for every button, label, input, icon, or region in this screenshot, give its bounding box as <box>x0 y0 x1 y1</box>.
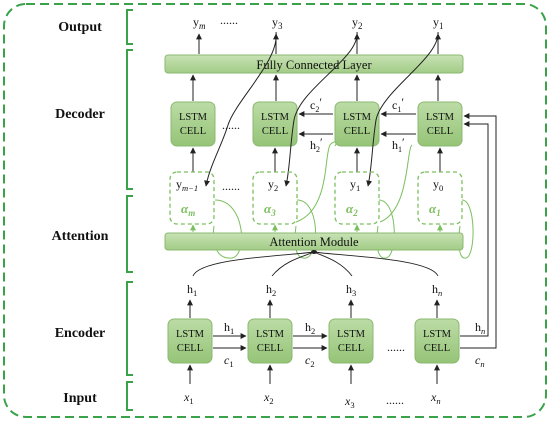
svg-text:LSTM: LSTM <box>176 329 205 340</box>
output-ellipsis: ...... <box>220 13 238 27</box>
output-y1: y1 <box>433 15 444 31</box>
svg-text:CELL: CELL <box>180 126 206 137</box>
encoder-cn-label: cn <box>475 353 485 369</box>
encoder-top-h3: h3 <box>346 282 356 298</box>
attention-input-y1: y1 <box>350 177 360 193</box>
encoder-top-h1: h1 <box>187 282 197 298</box>
decoder-to-fc-arrows <box>190 74 441 101</box>
alpha-3: α3 <box>264 201 276 218</box>
encoder-cells: LSTM CELL LSTM CELL LSTM CELL ...... LST… <box>167 318 460 364</box>
encoder-cell-2: LSTM CELL <box>247 318 293 364</box>
input-x1: x1 <box>183 390 194 406</box>
decoder-state-labels: c2′ h2′ c1′ h1′ <box>310 95 405 154</box>
bracket-input <box>126 381 133 411</box>
section-label-output: Output <box>58 20 102 35</box>
encoder-state-labels: h1 c1 h2 c2 hn cn <box>224 320 485 369</box>
attention-ellipsis: ...... <box>222 179 240 193</box>
encoder-to-decoder-lines <box>460 113 497 349</box>
input-x2: x2 <box>263 390 274 406</box>
output-y3: y3 <box>272 15 283 31</box>
encoder-cell-n: LSTM CELL <box>414 318 460 364</box>
encoder-cell-3: LSTM CELL <box>328 318 374 364</box>
output-y2: y2 <box>352 15 363 31</box>
attention-inputs: ym−1 y2 y1 y0 <box>176 177 443 193</box>
encoder-hn-label: hn <box>475 320 485 336</box>
bracket-encoder <box>126 281 133 376</box>
svg-text:CELL: CELL <box>338 343 364 354</box>
attention-fan <box>192 251 439 277</box>
input-x3: x3 <box>344 394 355 410</box>
decoder-h2-label: h2′ <box>310 135 323 154</box>
svg-text:CELL: CELL <box>427 126 453 137</box>
svg-text:LSTM: LSTM <box>256 329 285 340</box>
encoder-hidden-labels: h1 h2 h3 hn <box>187 282 442 298</box>
decoder-cell-3: LSTM CELL <box>252 101 298 147</box>
bracket-output <box>126 9 133 45</box>
section-label-input: Input <box>63 391 97 406</box>
alpha-weights: αm α3 α2 α1 <box>181 201 441 218</box>
decoder-c2-label: c2′ <box>310 95 322 114</box>
attention-input-y2: y2 <box>268 177 278 193</box>
encoder-up-arrows <box>187 299 440 318</box>
encoder-cell-1: LSTM CELL <box>167 318 213 364</box>
encoder-ellipsis: ...... <box>387 340 405 354</box>
attention-input-y0: y0 <box>433 177 443 193</box>
decoder-state-arrows <box>298 111 416 137</box>
decoder-c1-label: c1′ <box>392 95 404 114</box>
attention-input-ym1: ym−1 <box>176 177 198 193</box>
input-xn: xn <box>430 390 441 406</box>
output-ym: ym <box>193 15 206 31</box>
outer-frame <box>3 3 547 418</box>
encoder-h1-label: h1 <box>224 320 234 336</box>
bracket-attention <box>126 195 133 273</box>
section-brackets <box>126 9 133 411</box>
svg-text:LSTM: LSTM <box>343 112 372 123</box>
svg-text:CELL: CELL <box>262 126 288 137</box>
encoder-c2-label: c2 <box>305 353 315 369</box>
svg-text:LSTM: LSTM <box>423 329 452 340</box>
svg-text:LSTM: LSTM <box>426 112 455 123</box>
svg-text:CELL: CELL <box>344 126 370 137</box>
decoder-cells: LSTM CELL ...... LSTM CELL LSTM CELL LST… <box>170 101 463 147</box>
encoder-h2-label: h2 <box>305 320 315 336</box>
encoder-c1-label: c1 <box>224 353 234 369</box>
alpha-2: α2 <box>346 201 358 218</box>
section-label-encoder: Encoder <box>55 326 106 341</box>
svg-text:LSTM: LSTM <box>337 329 366 340</box>
bracket-decoder <box>126 49 133 190</box>
output-labels: ym ...... y3 y2 y1 <box>193 13 444 31</box>
alpha-m: αm <box>181 201 195 218</box>
decoder-cell-2: LSTM CELL <box>334 101 380 147</box>
decoder-h1-label: h1′ <box>392 135 405 154</box>
encoder-top-h2: h2 <box>266 282 276 298</box>
decoder-cell-1: LSTM CELL <box>417 101 463 147</box>
encoder-top-hn: hn <box>432 282 442 298</box>
svg-text:CELL: CELL <box>257 343 283 354</box>
input-labels: x1 x2 x3 ...... xn <box>183 390 441 410</box>
svg-text:LSTM: LSTM <box>261 112 290 123</box>
svg-text:CELL: CELL <box>424 343 450 354</box>
attention-fan-node <box>311 250 317 254</box>
attention-boxes <box>169 171 463 225</box>
decoder-cell-m: LSTM CELL <box>170 101 216 147</box>
svg-text:CELL: CELL <box>177 343 203 354</box>
attention-green-arrows <box>190 141 474 259</box>
fully-connected-layer-label: Fully Connected Layer <box>256 58 372 72</box>
section-label-decoder: Decoder <box>55 107 105 122</box>
fully-connected-layer <box>164 54 464 74</box>
section-label-attention: Attention <box>52 229 109 244</box>
encoder-state-arrows <box>213 333 328 351</box>
output-feedback-curves <box>204 31 439 187</box>
svg-text:LSTM: LSTM <box>179 112 208 123</box>
input-ellipsis: ...... <box>386 393 404 407</box>
attention-module-label: Attention Module <box>269 235 359 249</box>
input-arrows <box>187 364 440 384</box>
alpha-1: α1 <box>429 201 441 218</box>
decoder-ellipsis: ...... <box>222 118 240 132</box>
attention-to-decoder-arrows <box>190 147 443 172</box>
output-arrows <box>196 33 441 54</box>
